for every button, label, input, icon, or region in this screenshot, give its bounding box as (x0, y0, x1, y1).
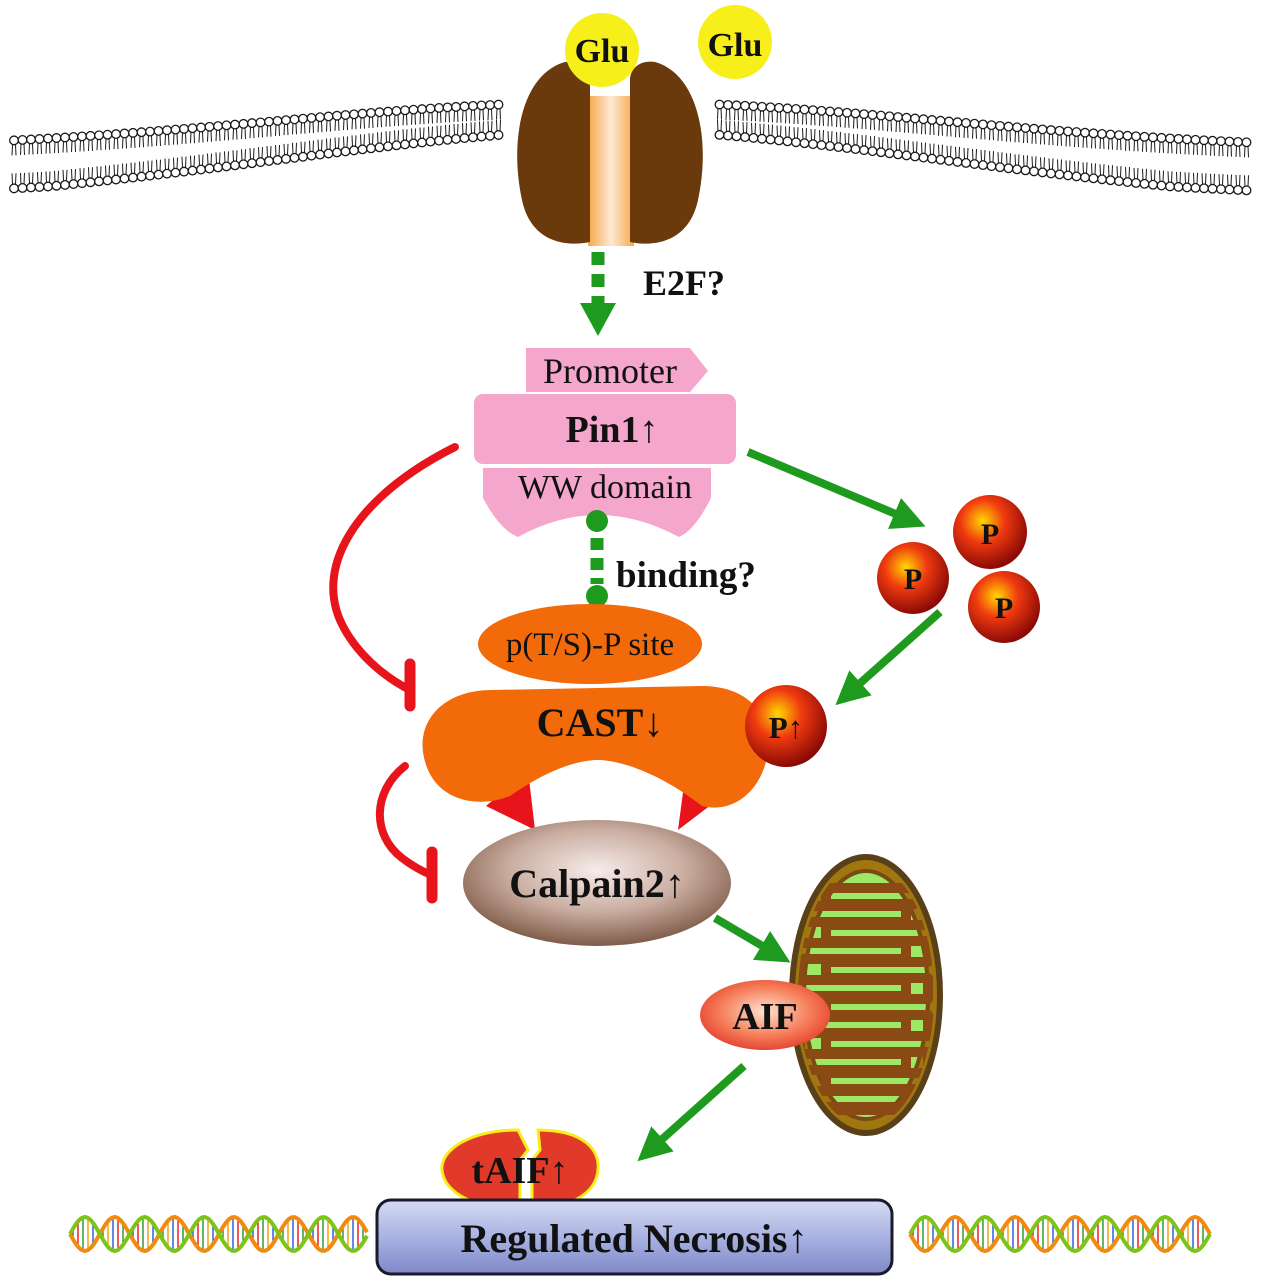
cast-phosphorylation: P↑ (745, 685, 827, 767)
cell-membrane (9, 99, 1252, 196)
calpain2-label: Calpain2↑ (509, 861, 685, 906)
pin1-label: Pin1↑ (566, 409, 659, 451)
regulated-necrosis-label: Regulated Necrosis↑ (461, 1216, 808, 1261)
binding-link (586, 510, 608, 607)
phosphate-label-2: P (904, 563, 922, 596)
ww-domain-label: WW domain (518, 469, 692, 506)
calpain2-to-mitochondrion-arrow (712, 914, 791, 963)
pin1-protein (474, 348, 736, 537)
phosphate-group-3: P (968, 571, 1040, 643)
cast-label: CAST↓ (537, 700, 664, 745)
glutamate-receptor-channel (517, 61, 703, 246)
phosphate-label-1: P (981, 518, 999, 551)
aif-to-taif-arrow (637, 1063, 747, 1162)
glu-label-free: Glu (708, 27, 763, 64)
e2f-label: E2F? (643, 263, 725, 303)
phosphate-group-1: P (953, 495, 1027, 569)
cast-protein (422, 604, 769, 830)
phosphate-group-2: P (877, 542, 949, 614)
pts-site-label: p(T/S)-P site (506, 627, 674, 663)
binding-label: binding? (616, 555, 756, 596)
aif-label: AIF (732, 996, 797, 1038)
dna-helix-left (68, 1214, 369, 1254)
taif-protein (440, 1128, 600, 1210)
taif-label: tAIF↑ (471, 1150, 568, 1192)
regulated-necrosis-box (375, 1198, 894, 1276)
glu-label-bound: Glu (575, 33, 630, 70)
dna-helix-right (908, 1214, 1212, 1254)
calpain2-protein (463, 820, 731, 946)
phosphate-label-3: P (995, 592, 1013, 625)
phospho-up-label: P↑ (769, 710, 803, 745)
e2f-activation-arrow (580, 252, 616, 336)
pin1-to-phosphates-arrow (746, 448, 926, 529)
cast-inhibits-calpain2 (375, 762, 438, 904)
glutamate-ligand-free: Glu (698, 5, 772, 79)
aif-protein (700, 980, 830, 1050)
promoter-label: Promoter (543, 351, 677, 391)
phosphates-to-cast-arrow (835, 609, 943, 706)
pin1-inhibits-cast (329, 443, 459, 712)
glutamate-ligand-bound: Glu (565, 13, 639, 87)
